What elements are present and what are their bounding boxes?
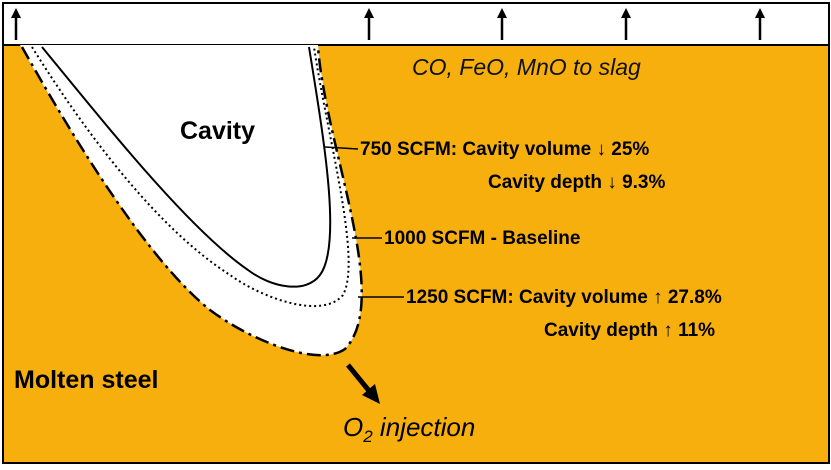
flow-1250-label: 1250 SCFM: Cavity volume ↑ 27.8% [406, 287, 722, 308]
o2-injection-label: O2 injection [343, 412, 475, 447]
outline-750 [41, 46, 332, 288]
o2-prefix: O [343, 412, 364, 442]
up-arrow-icon [755, 8, 765, 40]
outline-1250 [20, 46, 363, 357]
gas-strip [2, 2, 830, 48]
up-arrow-icon [364, 8, 374, 40]
up-arrow-icon [621, 8, 631, 40]
up-arrow-icon [497, 8, 507, 40]
o2-subscript: 2 [363, 427, 373, 447]
outline-1000 [31, 46, 350, 308]
molten-steel-label: Molten steel [14, 366, 159, 394]
flow-1000-label: 1000 SCFM - Baseline [384, 228, 581, 249]
slag-label: CO, FeO, MnO to slag [412, 54, 641, 80]
flow-1250-depth-label: Cavity depth ↑ 11% [544, 320, 716, 341]
flow-750-depth-label: Cavity depth ↓ 9.3% [488, 172, 666, 193]
up-arrow-icon [11, 8, 21, 40]
down-right-arrow-icon [346, 363, 380, 404]
flow-750-label: 750 SCFM: Cavity volume ↓ 25% [360, 139, 650, 160]
o2-suffix: injection [372, 412, 476, 442]
cavity-label: Cavity [180, 117, 256, 145]
leader-750 [324, 146, 359, 150]
